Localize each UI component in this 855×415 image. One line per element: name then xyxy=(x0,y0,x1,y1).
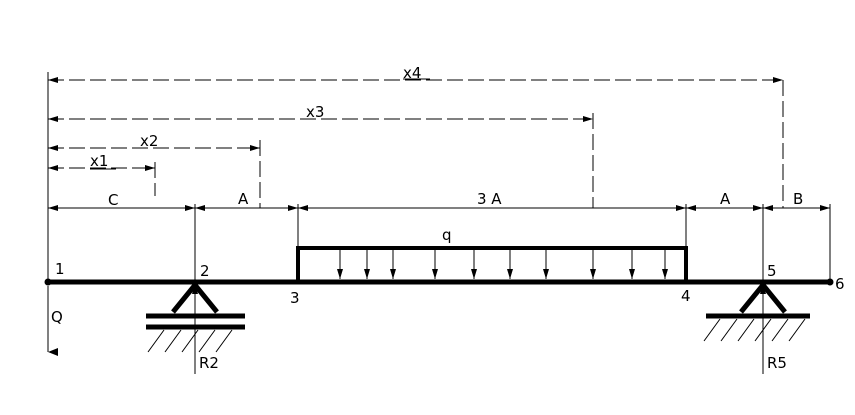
load-arrows xyxy=(337,250,668,279)
node-5-label: 5 xyxy=(767,262,777,280)
x2-label: x2 xyxy=(140,132,158,150)
node-1-label: 1 xyxy=(55,260,65,278)
x1-label: x1 xyxy=(90,152,108,170)
extension-lines xyxy=(47,72,831,282)
node-2-label: 2 xyxy=(200,262,210,280)
segment-dimensions: C A 3 A A B xyxy=(48,190,830,211)
ground-hatch-right xyxy=(703,318,806,342)
distributed-load: q xyxy=(296,226,688,282)
reaction-r2: R2 xyxy=(192,284,219,374)
q-force-label: Q xyxy=(51,308,63,326)
ground-hatch-left xyxy=(147,329,233,353)
pin-support-right xyxy=(703,282,810,342)
x4-label: x4 xyxy=(403,64,421,82)
force-q: Q xyxy=(47,286,63,356)
b-label: B xyxy=(793,190,803,208)
three-a-label: 3 A xyxy=(477,190,502,208)
a-left-label: A xyxy=(238,190,249,208)
x3-dimension: x3 xyxy=(48,103,593,122)
beam-end-dot xyxy=(44,278,52,286)
x1-dimension: x1 xyxy=(48,152,155,171)
x2-dimension: x2 xyxy=(48,132,260,151)
x4-dimension: x4 xyxy=(48,64,783,83)
q-label: q xyxy=(442,226,452,244)
r5-label: R5 xyxy=(767,354,787,372)
beam-end-dot xyxy=(826,278,834,286)
node-3-label: 3 xyxy=(290,289,300,307)
x3-label: x3 xyxy=(306,103,324,121)
node-4-label: 4 xyxy=(681,287,691,305)
a-right-label: A xyxy=(720,190,731,208)
reaction-r5: R5 xyxy=(760,284,787,374)
node-labels: 1 2 3 4 5 6 xyxy=(55,260,845,307)
r2-label: R2 xyxy=(199,354,219,372)
c-label: C xyxy=(108,191,118,209)
node-6-label: 6 xyxy=(835,275,845,293)
